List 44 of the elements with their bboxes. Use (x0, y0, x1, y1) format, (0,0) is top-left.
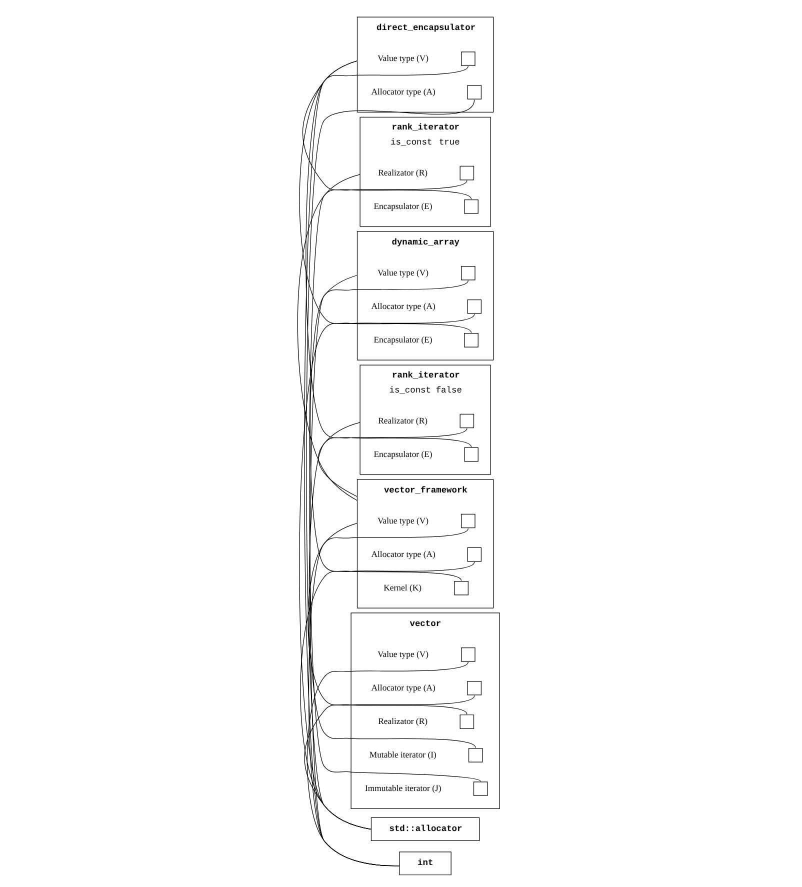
node-label: Allocator type (A) (371, 86, 436, 97)
node-box (467, 300, 482, 314)
node-box (461, 52, 476, 66)
connector (308, 522, 468, 715)
connector (309, 174, 481, 782)
node-box (461, 514, 476, 528)
node-box (461, 266, 476, 280)
node-label: Allocator type (A) (371, 682, 436, 692)
node-box (467, 681, 482, 696)
node-box (461, 647, 476, 662)
node-label: Mutable iterator (I) (369, 750, 436, 760)
node-box (460, 714, 474, 729)
node-box: int (399, 852, 452, 876)
connector (299, 60, 472, 334)
node-box (468, 748, 483, 762)
node-box (454, 580, 468, 596)
node-label: Encapsulator (E) (374, 200, 432, 211)
node-label: Encapsulator (E) (374, 334, 432, 344)
node-label: Kernel (K) (384, 582, 422, 592)
node-label: Encapsulator (E) (374, 448, 432, 459)
connector (302, 60, 472, 200)
node-label: Realizator (R) (378, 415, 428, 426)
node-box: std::allocator (370, 817, 480, 841)
node-box (464, 447, 478, 462)
node-label: Realizator (R) (378, 716, 428, 726)
node-label: Value type (V) (377, 53, 429, 64)
node-box (464, 199, 478, 214)
node-box (467, 547, 482, 562)
node-box (460, 414, 474, 428)
node-label: Value type (V) (377, 267, 429, 278)
connector (318, 428, 468, 497)
node-label: Value type (V) (377, 515, 429, 526)
node-label: Immutable iterator (J) (365, 783, 442, 794)
node-box (467, 85, 482, 100)
node-box (473, 782, 488, 796)
connector (310, 274, 462, 581)
node-box (460, 166, 474, 180)
connector (308, 422, 476, 748)
node-label: Value type (V) (377, 648, 429, 659)
node-label: Realizator (R) (378, 167, 428, 178)
node-label: Allocator type (A) (371, 300, 436, 311)
connector (297, 180, 468, 501)
node-label: Allocator type (A) (371, 548, 436, 559)
node-box (464, 333, 478, 348)
